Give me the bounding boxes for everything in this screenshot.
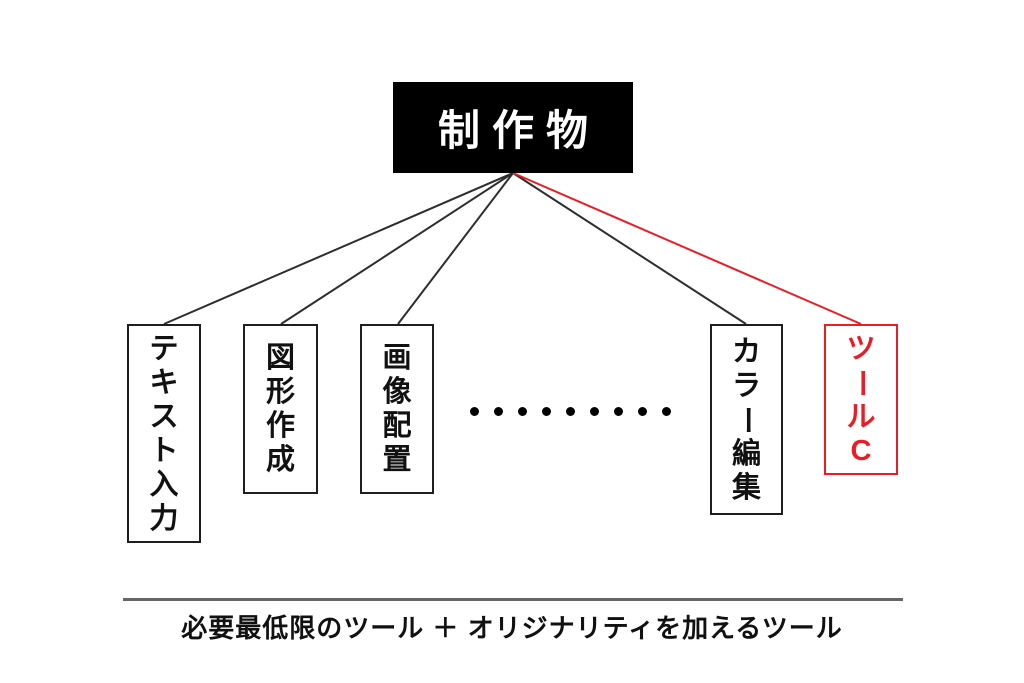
connector-text-input: [163, 172, 514, 325]
vertical-char: キ: [149, 366, 179, 399]
connector-image-placement: [397, 172, 514, 325]
vertical-char: カ: [731, 335, 761, 368]
vertical-char: テ: [149, 332, 179, 365]
ellipsis-dots: [470, 407, 671, 416]
vertical-char: ト: [149, 434, 179, 467]
vertical-char: 編: [731, 437, 761, 470]
caption-text: 必要最低限のツール ＋ オリジナリティを加えるツール: [181, 613, 843, 643]
vertical-char: 力: [149, 502, 179, 535]
vertical-char: C: [850, 434, 872, 467]
vertical-char: 集: [731, 471, 761, 504]
node-root-label: 制作物: [437, 107, 600, 154]
vertical-char: 図: [265, 342, 295, 374]
vertical-char: 配: [382, 410, 412, 442]
node-image-placement: 画像配置: [360, 324, 434, 494]
vertical-char: 像: [382, 376, 412, 408]
connector-tool-c-red: [512, 172, 862, 325]
vertical-char: ラ: [731, 369, 761, 402]
dot: [638, 407, 647, 416]
node-text-input: テキスト入力: [127, 324, 201, 543]
vertical-char: ツ: [846, 332, 876, 365]
vertical-char: 形: [265, 376, 295, 408]
vertical-char: ー: [845, 367, 877, 397]
node-root: 制作物: [393, 82, 633, 173]
connector-color-editing: [512, 172, 747, 325]
dot: [542, 407, 551, 416]
dot: [662, 407, 671, 416]
vertical-char: 画: [382, 342, 412, 374]
caption-rule: [123, 598, 903, 601]
dot: [518, 407, 527, 416]
dot: [470, 407, 479, 416]
vertical-char: 入: [149, 468, 179, 501]
vertical-char: 作: [265, 410, 295, 442]
node-color-editing: カラー編集: [710, 324, 783, 515]
dot: [494, 407, 503, 416]
vertical-char: ル: [846, 400, 876, 433]
node-shape-creation: 図形作成: [243, 324, 318, 494]
vertical-char: 成: [265, 444, 295, 476]
vertical-char: ス: [149, 400, 179, 433]
vertical-char: ー: [730, 404, 763, 434]
dot: [614, 407, 623, 416]
dot: [566, 407, 575, 416]
vertical-char: 置: [382, 444, 412, 476]
connector-shape-creation: [280, 172, 514, 325]
dot: [590, 407, 599, 416]
